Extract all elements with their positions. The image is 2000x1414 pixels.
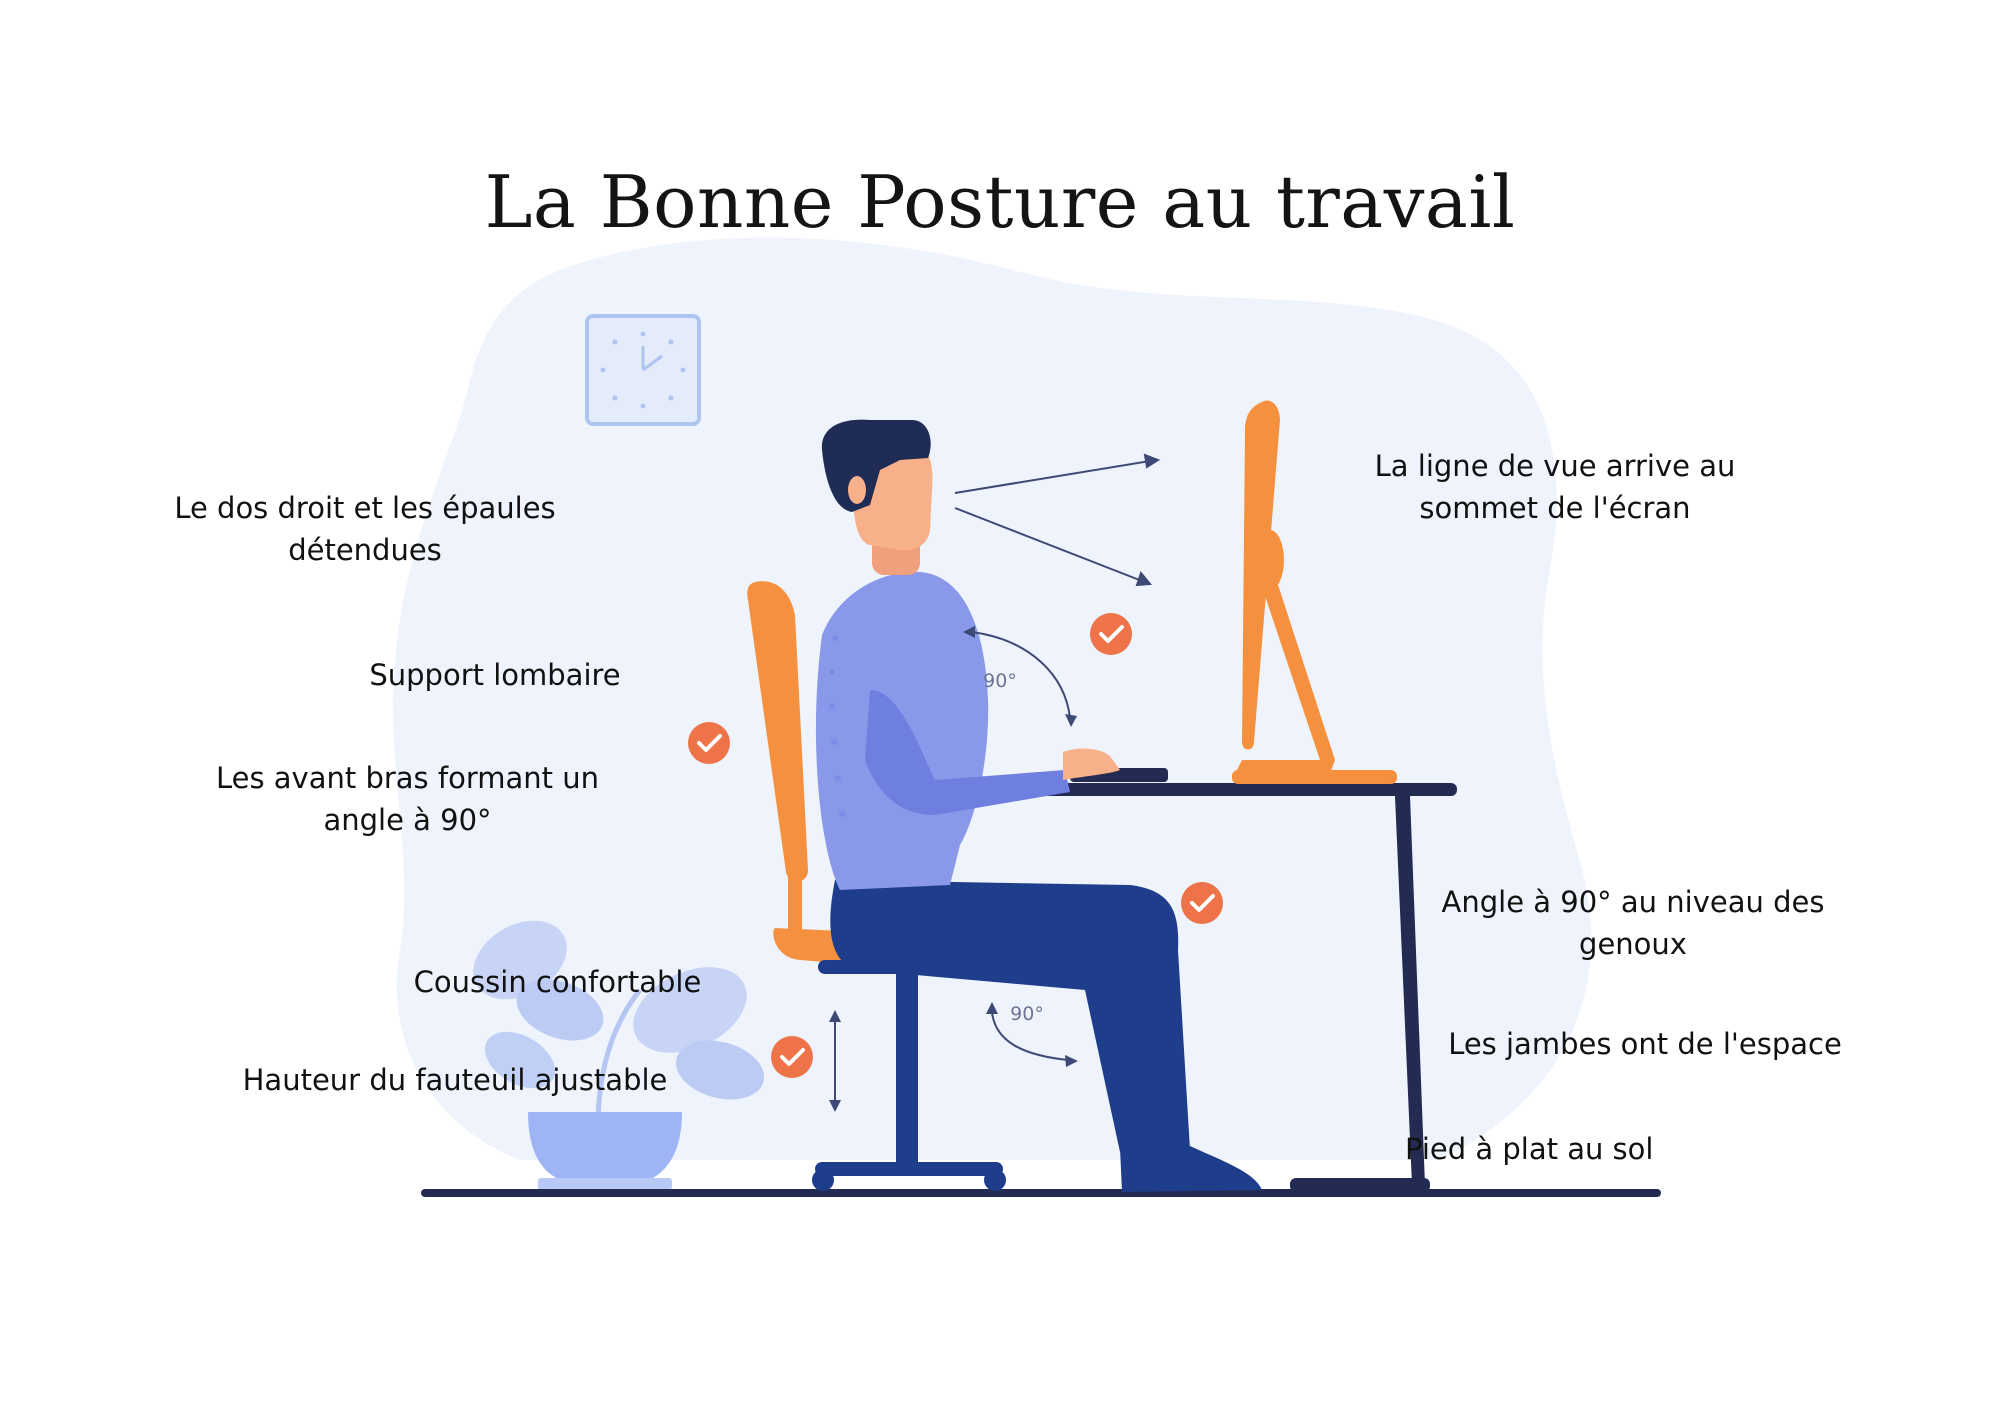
label-line-of-sight-line2: sommet de l'écran [1419,491,1691,525]
label-feet: Pied à plat au sol [1405,1132,1654,1166]
height-arrow-icon [829,1010,841,1112]
label-knees-line1: Angle à 90° au niveau des [1441,885,1825,919]
label-lumbar: Support lombaire [369,658,621,692]
desk [1015,783,1457,1192]
label-line-of-sight-line1: La ligne de vue arrive au [1374,449,1736,483]
label-cushion: Coussin confortable [413,965,702,999]
label-forearms: Les avant bras formant un angle à 90° [185,757,630,841]
label-knees-line2: genoux [1579,927,1687,961]
clock-icon [585,314,701,426]
angle-arrow-icon [971,631,1071,1061]
label-forearms-line1: Les avant bras formant un [215,761,600,795]
check-icon [1090,613,1132,655]
label-line-of-sight: La ligne de vue arrive au sommet de l'éc… [1340,445,1770,529]
background-blob [392,237,1592,1160]
label-legs: Les jambes ont de l'espace [1448,1027,1842,1061]
check-icon [688,722,730,764]
angle-mark-lower: 90° [1010,1003,1044,1025]
sightline-arrow-icon [954,453,1161,587]
person [815,419,1262,1192]
label-back: Le dos droit et les épaules détendues [140,487,590,571]
label-forearms-line2: angle à 90° [323,803,492,837]
label-back-line1: Le dos droit et les épaules [174,491,556,525]
plant-icon [473,920,765,1190]
check-icon [771,1036,813,1078]
check-icon [1181,882,1223,924]
monitor [1232,400,1397,784]
angle-mark-upper: 90° [983,670,1017,692]
label-back-line2: détendues [288,533,442,567]
label-seat-height: Hauteur du fauteuil ajustable [242,1063,668,1097]
page-title: La Bonne Posture au travail [484,160,1516,244]
label-knees: Angle à 90° au niveau des genoux [1408,881,1858,965]
